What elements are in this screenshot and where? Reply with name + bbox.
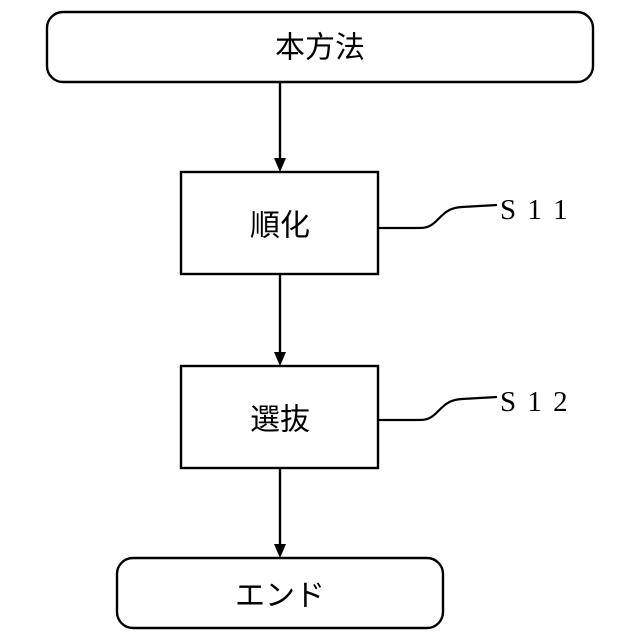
arrow-s12-to-end-head	[274, 544, 286, 558]
step-s12-leader-line	[378, 397, 497, 420]
arrow-start-to-s11-head	[274, 158, 286, 172]
step-s12-reference: S 1 2	[500, 386, 570, 418]
step-s12-label: 選抜	[250, 403, 310, 438]
arrow-s11-to-s12-head	[274, 352, 286, 366]
step-s11-leader-line	[378, 205, 497, 228]
arrow-start-to-s11	[274, 82, 286, 172]
arrow-s12-to-end	[274, 468, 286, 558]
start-node: 本方法	[47, 12, 593, 82]
step-s12-node: 選抜	[181, 366, 378, 468]
start-node-label: 本方法	[275, 31, 365, 66]
arrow-s11-to-s12	[274, 274, 286, 366]
step-s11-reference: S 1 1	[500, 194, 570, 226]
end-node: エンド	[117, 558, 443, 628]
step-s11-node: 順化	[181, 172, 378, 274]
step-s11-label: 順化	[250, 209, 310, 244]
end-node-label: エンド	[235, 579, 325, 614]
